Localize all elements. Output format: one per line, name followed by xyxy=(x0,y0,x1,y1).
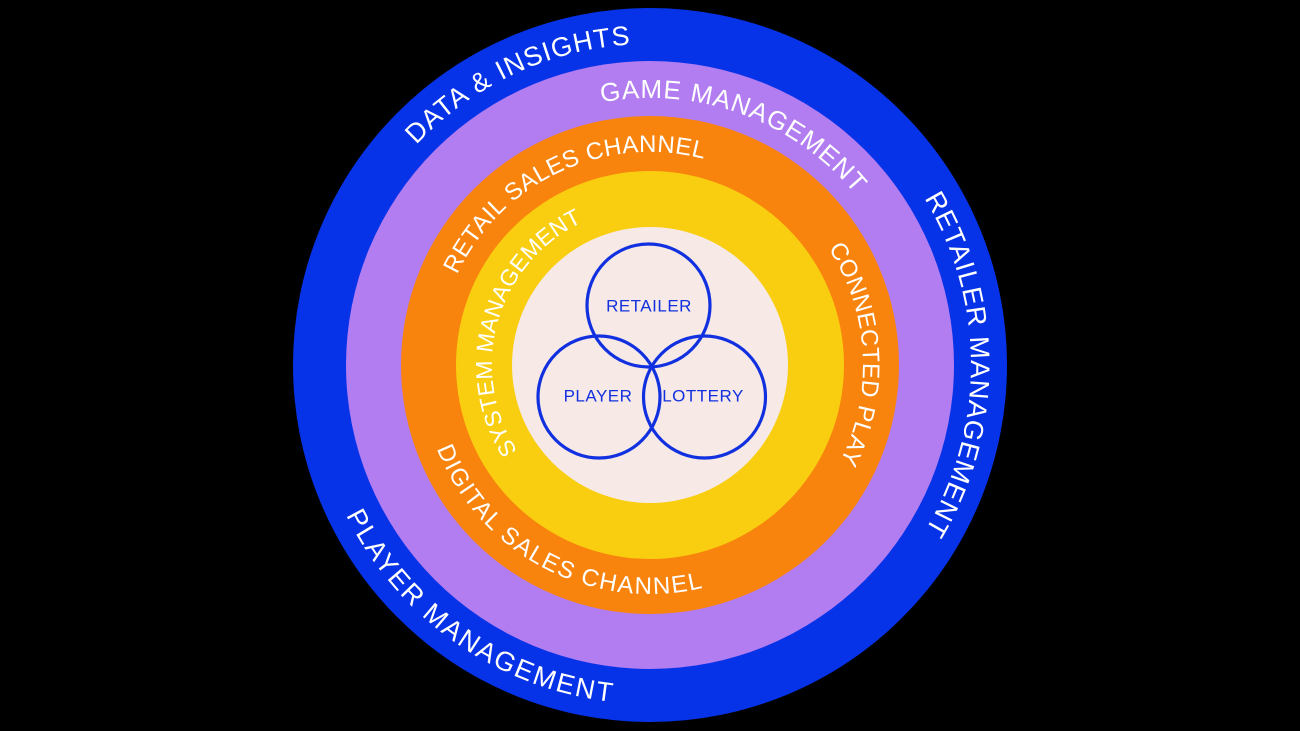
venn-label-retailer: RETAILER xyxy=(606,297,692,316)
venn-label-lottery: LOTTERY xyxy=(662,387,744,406)
venn-circle-lottery xyxy=(641,334,768,460)
venn-circle-retailer xyxy=(585,242,712,369)
venn-circle-player xyxy=(536,334,662,460)
venn-label-player: PLAYER xyxy=(564,387,633,406)
